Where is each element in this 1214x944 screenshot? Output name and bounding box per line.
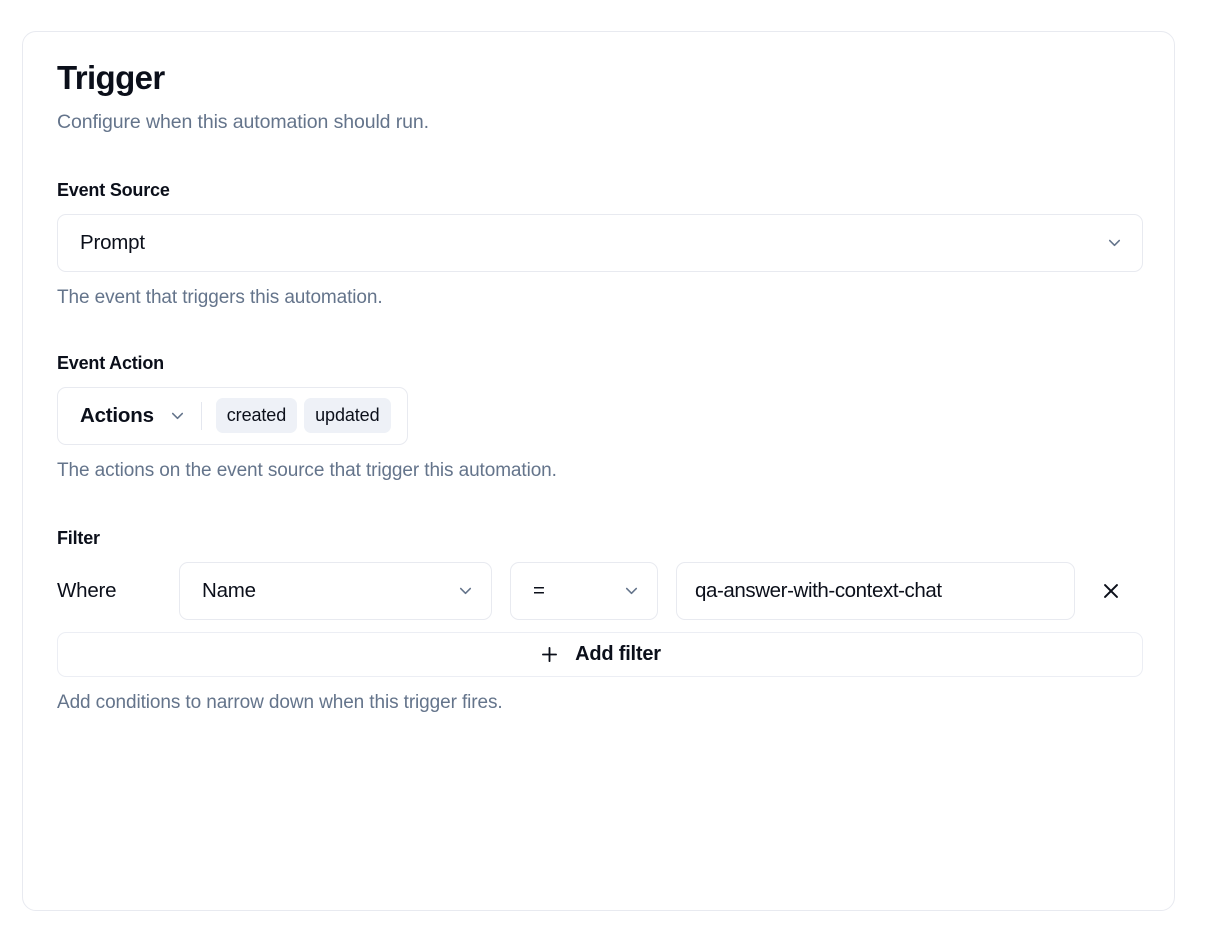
event-action-chip[interactable]: updated: [304, 398, 391, 433]
add-filter-label: Add filter: [575, 642, 661, 665]
event-action-trigger[interactable]: Actions: [80, 404, 187, 428]
filter-label: Filter: [57, 527, 100, 548]
event-action-trigger-label: Actions: [80, 403, 154, 427]
chevron-down-icon: [456, 581, 475, 600]
event-source-label: Event Source: [57, 179, 170, 200]
where-label: Where: [57, 578, 117, 602]
page-title: Trigger: [57, 59, 165, 96]
page-subtitle: Configure when this automation should ru…: [57, 111, 429, 134]
trigger-card: Trigger Configure when this automation s…: [22, 31, 1175, 911]
filter-help: Add conditions to narrow down when this …: [57, 691, 503, 713]
filter-operator-value: =: [533, 578, 545, 602]
event-action-field: Event Action Actions created updated The…: [57, 353, 1140, 482]
divider: [200, 401, 202, 430]
filter-field-select[interactable]: Name: [179, 561, 492, 620]
filter-value-input[interactable]: [676, 561, 1075, 620]
event-source-value: Prompt: [80, 230, 145, 254]
event-action-chip[interactable]: created: [215, 398, 298, 433]
event-action-chip-list: created updated: [215, 398, 391, 433]
event-action-select[interactable]: Actions created updated: [57, 386, 408, 445]
chevron-down-icon: [1105, 233, 1124, 252]
event-source-field: Event Source Prompt The event that trigg…: [57, 179, 1143, 309]
event-action-help: The actions on the event source that tri…: [57, 459, 557, 481]
event-source-help: The event that triggers this automation.: [57, 286, 383, 308]
filter-field: Filter Where Name =: [57, 527, 1143, 714]
add-filter-button[interactable]: Add filter: [57, 631, 1143, 677]
remove-filter-button[interactable]: [1088, 568, 1134, 614]
event-action-label: Event Action: [57, 352, 164, 373]
chevron-down-icon: [622, 581, 641, 600]
filter-field-value: Name: [202, 578, 256, 602]
filter-operator-select[interactable]: =: [510, 561, 658, 620]
event-source-select[interactable]: Prompt: [57, 213, 1143, 272]
chevron-down-icon: [168, 406, 187, 425]
filter-row: Where Name =: [57, 561, 1140, 620]
close-icon: [1100, 580, 1122, 602]
plus-icon: [539, 644, 560, 665]
